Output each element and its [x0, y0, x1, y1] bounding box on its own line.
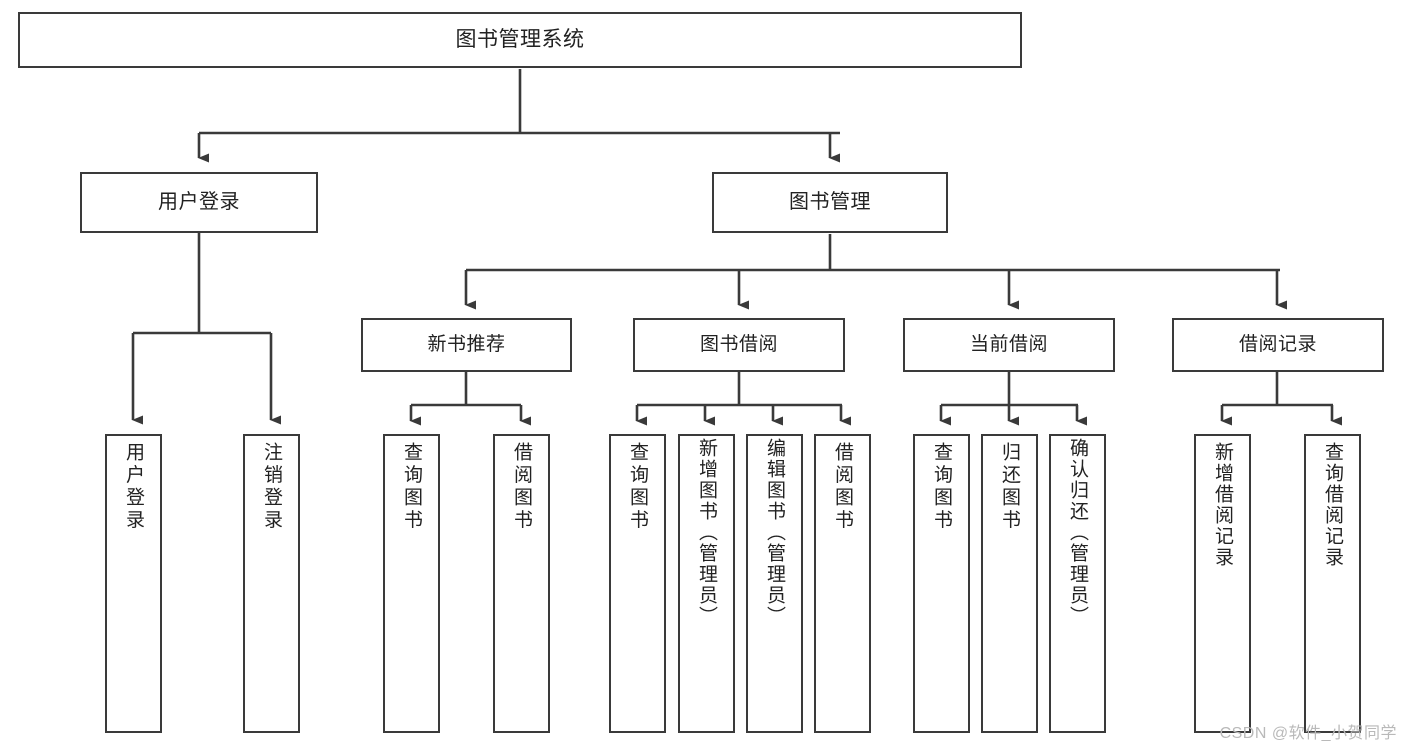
node-root-system[interactable]: 图书管理系统: [18, 12, 1022, 68]
node-leaf-confirm-return-label: 确认归还（管理员）: [1067, 438, 1088, 627]
node-leaf-query-record-label: 查询借阅记录: [1322, 442, 1343, 568]
node-leaf-add-book[interactable]: 新增图书（管理员）: [678, 434, 735, 733]
node-leaf-query-record[interactable]: 查询借阅记录: [1304, 434, 1361, 733]
node-leaf-query-book-2-label: 查询图书: [627, 442, 648, 532]
node-leaf-logout-login-label: 注销登录: [261, 442, 282, 532]
node-leaf-return-book-label: 归还图书: [999, 442, 1020, 532]
node-leaf-logout-login[interactable]: 注销登录: [243, 434, 300, 733]
node-leaf-add-record-label: 新增借阅记录: [1212, 442, 1233, 568]
node-new-book-recommend-label: 新书推荐: [427, 334, 506, 356]
node-leaf-edit-book-label: 编辑图书（管理员）: [764, 438, 785, 627]
node-leaf-borrow-book-1[interactable]: 借阅图书: [493, 434, 550, 733]
node-user-login-label: 用户登录: [158, 191, 240, 214]
node-borrow-record-label: 借阅记录: [1238, 334, 1317, 356]
node-leaf-add-record[interactable]: 新增借阅记录: [1194, 434, 1251, 733]
node-book-borrow[interactable]: 图书借阅: [633, 318, 845, 372]
node-leaf-query-book-2[interactable]: 查询图书: [609, 434, 666, 733]
node-leaf-borrow-book-1-label: 借阅图书: [511, 442, 532, 532]
node-leaf-user-login-label: 用户登录: [123, 442, 144, 532]
node-current-borrow[interactable]: 当前借阅: [903, 318, 1115, 372]
node-book-management[interactable]: 图书管理: [712, 172, 948, 233]
node-book-management-label: 图书管理: [789, 191, 871, 214]
node-leaf-borrow-book-2-label: 借阅图书: [832, 442, 853, 532]
node-user-login[interactable]: 用户登录: [80, 172, 318, 233]
node-current-borrow-label: 当前借阅: [969, 334, 1048, 356]
node-root-system-label: 图书管理系统: [455, 28, 585, 52]
node-leaf-borrow-book-2[interactable]: 借阅图书: [814, 434, 871, 733]
csdn-watermark: CSDN @软件_小贺同学: [1219, 725, 1397, 742]
node-borrow-record[interactable]: 借阅记录: [1172, 318, 1384, 372]
node-leaf-confirm-return[interactable]: 确认归还（管理员）: [1049, 434, 1106, 733]
node-leaf-query-book-3-label: 查询图书: [931, 442, 952, 532]
node-leaf-user-login[interactable]: 用户登录: [105, 434, 162, 733]
node-leaf-edit-book[interactable]: 编辑图书（管理员）: [746, 434, 803, 733]
node-leaf-query-book-1[interactable]: 查询图书: [383, 434, 440, 733]
node-leaf-query-book-1-label: 查询图书: [401, 442, 422, 532]
node-book-borrow-label: 图书借阅: [699, 334, 778, 356]
node-leaf-query-book-3[interactable]: 查询图书: [913, 434, 970, 733]
node-leaf-add-book-label: 新增图书（管理员）: [696, 438, 717, 627]
node-new-book-recommend[interactable]: 新书推荐: [361, 318, 572, 372]
node-leaf-return-book[interactable]: 归还图书: [981, 434, 1038, 733]
